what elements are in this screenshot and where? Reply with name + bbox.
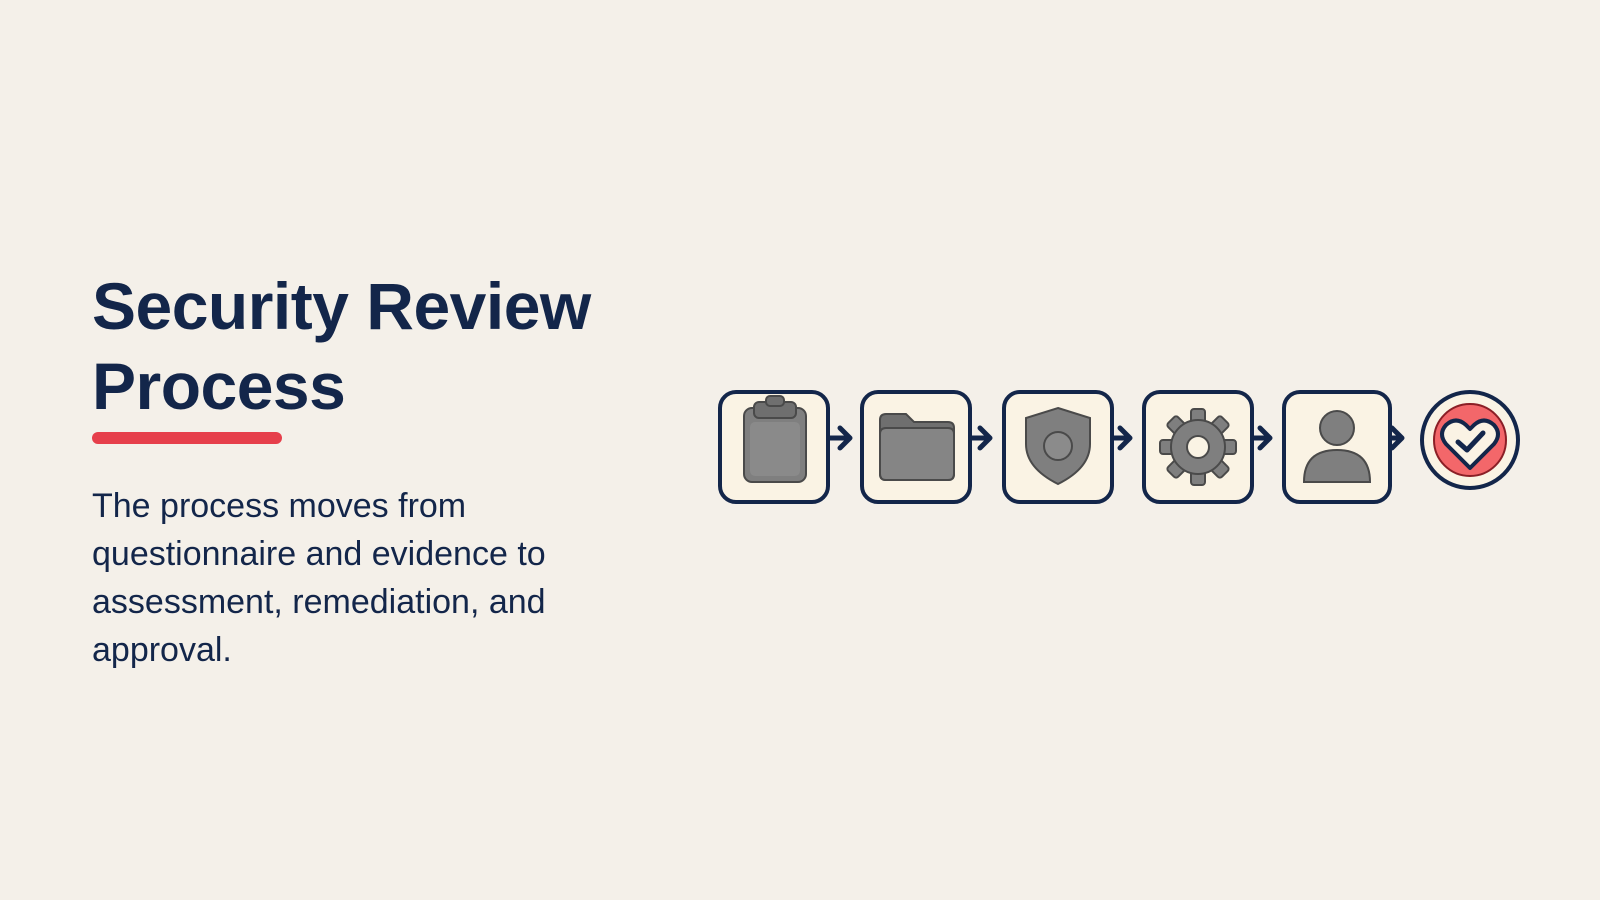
step-assessment (1002, 390, 1114, 504)
step-remediation (1142, 390, 1254, 504)
step-approval (1420, 390, 1520, 490)
step-review (1282, 390, 1392, 504)
text-panel: Security Review Process The process move… (92, 266, 652, 674)
heart-check-icon (1433, 403, 1507, 477)
page-title: Security Review Process (92, 269, 591, 423)
shield-icon (1025, 406, 1091, 486)
gear-icon (1159, 408, 1237, 486)
process-flow-svg (718, 390, 1520, 504)
folder-icon (879, 413, 955, 481)
description: The process moves from questionnaire and… (92, 487, 546, 669)
step-questionnaire (718, 390, 830, 504)
user-icon (1302, 410, 1372, 483)
step-evidence (860, 390, 972, 504)
process-flow (718, 390, 1520, 510)
clipboard-icon (743, 395, 807, 483)
title-underline (92, 432, 282, 444)
